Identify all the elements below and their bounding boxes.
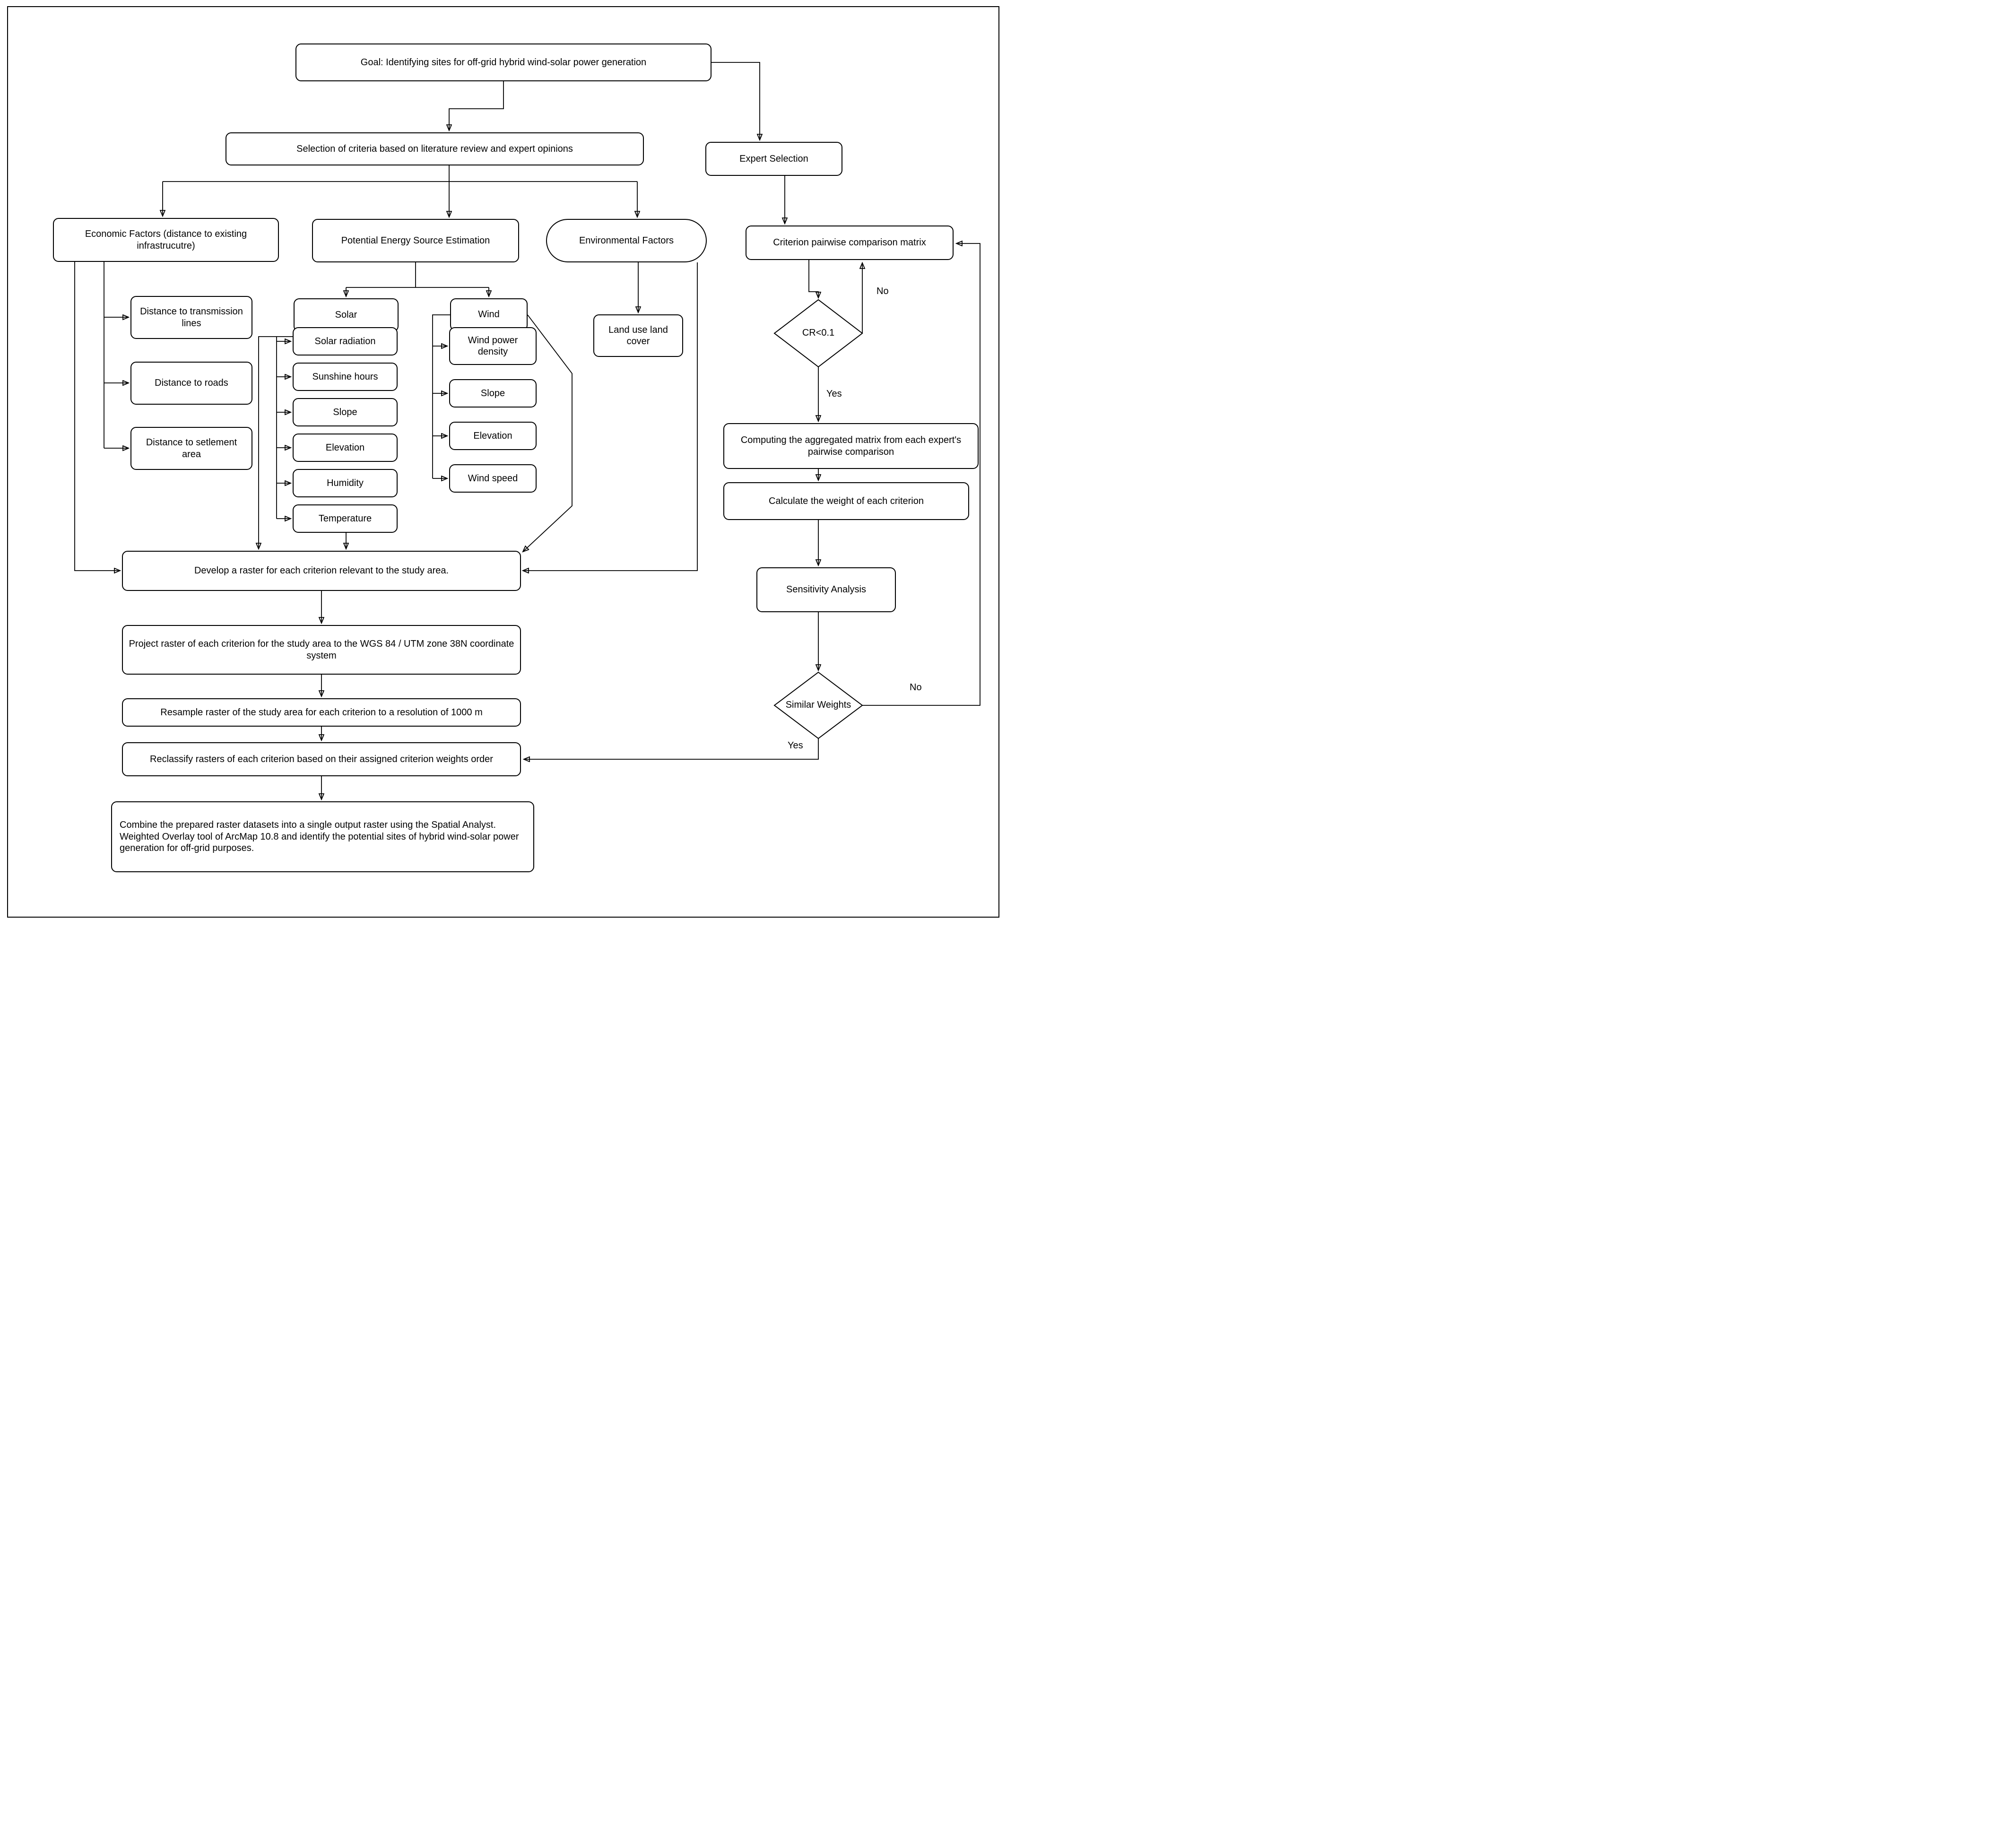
node-wind-power-density: Wind power density xyxy=(449,327,537,365)
node-develop-raster-label: Develop a raster for each criterion rele… xyxy=(194,565,449,576)
node-solar-radiation: Solar radiation xyxy=(293,327,398,356)
node-project-raster-label: Project raster of each criterion for the… xyxy=(129,639,514,661)
node-expert-selection: Expert Selection xyxy=(705,142,842,176)
edge-economic-develop xyxy=(74,262,120,571)
node-slope-solar: Slope xyxy=(293,398,398,426)
node-distance-transmission: Distance to transmission lines xyxy=(130,296,252,339)
node-elevation-solar: Elevation xyxy=(293,434,398,462)
node-sunshine-hours-label: Sunshine hours xyxy=(312,371,378,382)
decision-similar-weights-label: Similar Weights xyxy=(785,700,851,710)
node-economic-factors: Economic Factors (distance to existing i… xyxy=(53,218,279,262)
edge-label-cr-no: No xyxy=(876,286,890,297)
node-goal-label: Goal: Identifying sites for off-grid hyb… xyxy=(360,57,647,68)
node-elevation-wind-label: Elevation xyxy=(473,430,512,441)
node-temperature: Temperature xyxy=(293,504,398,533)
edge-cpcm-cr xyxy=(808,260,818,298)
node-selection-label: Selection of criteria based on literatur… xyxy=(296,143,573,154)
edge-env-develop xyxy=(523,262,698,571)
node-combine-rasters-label: Combine the prepared raster datasets int… xyxy=(120,820,519,854)
edge-goal-selection xyxy=(449,81,504,130)
node-solar-radiation-label: Solar radiation xyxy=(314,336,376,347)
node-selection: Selection of criteria based on literatur… xyxy=(226,132,644,165)
decision-cr-diamond xyxy=(773,299,863,368)
edge-wind-feed xyxy=(432,314,450,478)
node-combine-rasters: Combine the prepared raster datasets int… xyxy=(111,801,534,872)
decision-similar-weights-diamond xyxy=(773,671,863,739)
node-solar-label: Solar xyxy=(335,310,357,321)
node-distance-settlement-label: Distance to setlement area xyxy=(146,437,237,460)
node-aggregated-matrix: Computing the aggregated matrix from eac… xyxy=(723,423,979,469)
node-wind-speed-label: Wind speed xyxy=(468,473,518,484)
node-aggregated-matrix-label: Computing the aggregated matrix from eac… xyxy=(740,435,962,457)
edge-similar-yes xyxy=(524,738,819,759)
edge-similar-no xyxy=(862,243,980,706)
edge-label-cr-yes: Yes xyxy=(825,389,843,399)
node-resample-raster: Resample raster of the study area for ea… xyxy=(122,698,521,727)
node-land-use-label: Land use land cover xyxy=(608,324,668,347)
edge-label-similar-yes: Yes xyxy=(787,740,804,751)
node-slope-solar-label: Slope xyxy=(333,407,357,417)
node-criterion-pairwise-matrix: Criterion pairwise comparison matrix xyxy=(746,226,954,260)
node-goal: Goal: Identifying sites for off-grid hyb… xyxy=(295,43,711,81)
node-slope-wind: Slope xyxy=(449,379,537,408)
node-potential-energy-label: Potential Energy Source Estimation xyxy=(341,235,490,246)
node-economic-factors-label: Economic Factors (distance to existing i… xyxy=(85,229,247,251)
node-sunshine-hours: Sunshine hours xyxy=(293,363,398,391)
node-reclassify-rasters-label: Reclassify rasters of each criterion bas… xyxy=(150,754,493,764)
node-expert-selection-label: Expert Selection xyxy=(739,153,808,164)
node-humidity-label: Humidity xyxy=(327,477,364,488)
node-calculate-weight: Calculate the weight of each criterion xyxy=(723,482,969,520)
node-sensitivity-analysis-label: Sensitivity Analysis xyxy=(786,584,866,595)
node-elevation-wind: Elevation xyxy=(449,422,537,450)
node-wind: Wind xyxy=(450,298,528,331)
node-reclassify-rasters: Reclassify rasters of each criterion bas… xyxy=(122,742,521,776)
node-humidity: Humidity xyxy=(293,469,398,497)
node-potential-energy: Potential Energy Source Estimation xyxy=(312,219,519,262)
edge-goal-expert xyxy=(711,62,760,140)
decision-cr-label: CR<0.1 xyxy=(802,328,835,338)
edge-wind-develop xyxy=(523,314,573,552)
node-distance-roads-label: Distance to roads xyxy=(155,378,228,389)
node-temperature-label: Temperature xyxy=(318,513,372,524)
node-environmental-factors-label: Environmental Factors xyxy=(579,235,674,246)
node-wind-label: Wind xyxy=(478,309,500,320)
node-elevation-solar-label: Elevation xyxy=(325,442,365,453)
node-develop-raster: Develop a raster for each criterion rele… xyxy=(122,551,521,591)
node-distance-roads: Distance to roads xyxy=(130,362,252,405)
node-environmental-factors: Environmental Factors xyxy=(546,219,707,262)
node-wind-speed: Wind speed xyxy=(449,464,537,493)
node-sensitivity-analysis: Sensitivity Analysis xyxy=(756,567,896,612)
node-criterion-pairwise-matrix-label: Criterion pairwise comparison matrix xyxy=(773,237,926,248)
node-distance-transmission-label: Distance to transmission lines xyxy=(140,306,243,329)
node-calculate-weight-label: Calculate the weight of each criterion xyxy=(769,495,924,506)
node-land-use: Land use land cover xyxy=(593,314,683,357)
flowchart-canvas: Goal: Identifying sites for off-grid hyb… xyxy=(0,0,1006,924)
node-distance-settlement: Distance to setlement area xyxy=(130,427,252,470)
node-project-raster: Project raster of each criterion for the… xyxy=(122,625,521,675)
node-wind-power-density-label: Wind power density xyxy=(468,335,518,357)
node-slope-wind-label: Slope xyxy=(480,388,505,399)
edge-label-similar-no: No xyxy=(909,682,923,693)
node-resample-raster-label: Resample raster of the study area for ea… xyxy=(160,707,483,718)
